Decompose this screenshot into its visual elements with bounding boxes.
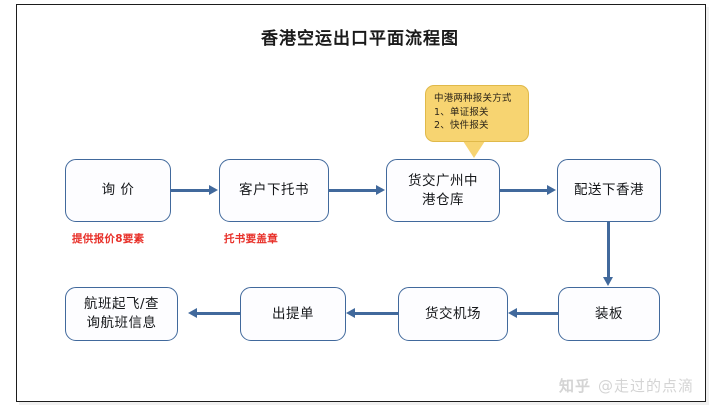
callout-heading: 中港两种报关方式 — [434, 93, 512, 104]
node-flight-departure-label: 航班起飞/查 询航班信息 — [83, 296, 160, 331]
caption-inquiry: 提供报价8要素 — [72, 233, 145, 245]
arrow-inquiry-to-booking — [171, 189, 210, 193]
arrow-hongkong-to-pallet — [607, 222, 611, 278]
arrowhead-inquiry-to-booking-icon — [209, 185, 218, 195]
node-flight-departure[interactable]: 航班起飞/查 询航班信息 — [65, 287, 178, 341]
node-client-booking-label: 客户下托书 — [239, 182, 309, 198]
node-deliver-hongkong[interactable]: 配送下香港 — [557, 159, 661, 222]
node-deliver-airport[interactable]: 货交机场 — [398, 287, 508, 341]
arrow-booking-to-warehouse — [329, 189, 377, 193]
node-inquiry[interactable]: 询 价 — [65, 159, 171, 222]
arrowhead-pallet-to-airport-icon — [508, 308, 517, 318]
arrowhead-booking-to-warehouse-icon — [376, 185, 385, 195]
node-issue-bill[interactable]: 出提单 — [240, 287, 346, 341]
customs-note-callout: 中港两种报关方式 1、单证报关 2、快件报关 — [425, 85, 529, 142]
arrowhead-hongkong-to-pallet-icon — [603, 277, 613, 286]
caption-client-booking: 托书要盖章 — [224, 233, 278, 245]
node-build-pallet[interactable]: 装板 — [558, 287, 660, 341]
node-deliver-hongkong-label: 配送下香港 — [574, 182, 644, 198]
node-build-pallet-label: 装板 — [595, 305, 623, 322]
zhihu-logo: 知乎 — [558, 377, 591, 395]
node-guangzhou-warehouse[interactable]: 货交广州中 港仓库 — [386, 159, 500, 222]
arrow-warehouse-to-hongkong — [500, 189, 548, 193]
arrow-bill-to-flight — [197, 312, 240, 316]
node-client-booking[interactable]: 客户下托书 — [219, 159, 329, 222]
arrowhead-airport-to-bill-icon — [346, 308, 355, 318]
callout-item-2: 2、快件报关 — [434, 120, 489, 131]
callout-item-1: 1、单证报关 — [434, 106, 489, 118]
page-title: 香港空运出口平面流程图 — [261, 29, 459, 49]
arrowhead-bill-to-flight-icon — [188, 308, 197, 318]
arrow-pallet-to-airport — [517, 312, 558, 316]
node-inquiry-label: 询 价 — [101, 182, 135, 198]
node-deliver-airport-label: 货交机场 — [425, 305, 481, 322]
arrowhead-warehouse-to-hongkong-icon — [547, 185, 556, 195]
arrow-airport-to-bill — [355, 312, 398, 316]
watermark-handle: @走过的点滴 — [597, 377, 694, 395]
callout-tail-icon — [463, 141, 485, 158]
watermark: 知乎 @走过的点滴 — [559, 375, 694, 396]
node-issue-bill-label: 出提单 — [272, 305, 314, 322]
node-guangzhou-warehouse-label: 货交广州中 港仓库 — [408, 172, 478, 208]
